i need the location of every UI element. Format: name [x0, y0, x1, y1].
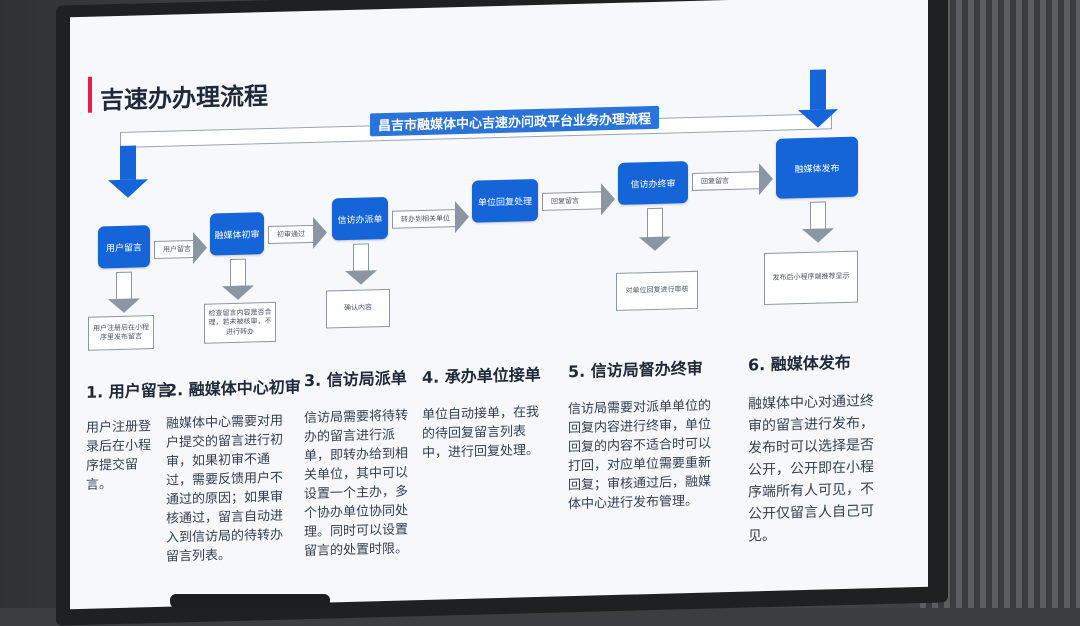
down-arrow-5 — [647, 207, 663, 239]
arrow-4: 回复留言 — [542, 191, 602, 211]
side-box-publish: 发布后小程序端推荐显示 — [764, 250, 858, 306]
side-box-initial-review: 检查留言内容是否合理，若未被核审，不进行转办 — [204, 301, 276, 344]
down-arrow-1 — [116, 271, 132, 301]
down-arrow-3 — [353, 243, 369, 272]
side-box-confirm: 确认内容 — [326, 288, 390, 329]
step-3-title: 3. 信访局派单 — [304, 368, 407, 391]
side-box-user: 用户注册后在小程序里发布留言 — [88, 315, 154, 351]
step-5-desc: 信访局需要对派单单位的回复内容进行终审，单位回复的内容不适合时可以打回，对应单位… — [568, 398, 712, 513]
step-1-title: 1. 用户留言 — [86, 380, 173, 402]
step-2-desc: 融媒体中心需要对用户提交的留言进行初审，如果初审不通过，需要反馈用户不通过的原因… — [166, 413, 284, 565]
step-3-desc: 信访局需要将待转办的留言进行派单，即转办给到相关单位，其中可以设置一个主办，多个… — [304, 408, 409, 560]
step-4-title: 4. 承办单位接单 — [422, 364, 541, 388]
projector-base — [170, 594, 330, 608]
side-box-audit: 对单位回复进行审核 — [616, 270, 698, 311]
blue-down-arrow-right — [810, 69, 826, 110]
step-5-title: 5. 信访局督办终审 — [568, 358, 703, 382]
down-arrow-2 — [230, 258, 246, 288]
slide-title: 吉速办办理流程 — [100, 82, 268, 115]
blue-down-arrow-left — [120, 145, 136, 180]
step-6-desc: 融媒体中心对通过终审的留言进行发布，发布时可以选择是否公开，公开即在小程序端所有… — [748, 393, 874, 545]
node-media-publish: 融媒体发布 — [776, 136, 858, 199]
down-arrow-6 — [810, 201, 826, 230]
node-petition-dispatch: 信访办派单 — [332, 196, 388, 241]
step-4-desc: 单位自动接单，在我的待回复留言列表中，进行回复处理。 — [422, 404, 540, 462]
step-6-title: 6. 融媒体发布 — [748, 352, 851, 375]
node-petition-final-review: 信访办终审 — [618, 161, 688, 205]
step-1-desc: 用户注册登录后在小程序提交留言。 — [86, 419, 152, 493]
arrow-5: 回复留言 — [692, 171, 760, 191]
title-accent-bar — [88, 76, 92, 113]
node-unit-reply: 单位回复处理 — [472, 178, 538, 223]
projection-screen: 吉速办办理流程 昌吉市融媒体中心吉速办问政平台业务办理流程 用户留言 融媒体初审… — [70, 0, 928, 610]
arrow-2: 初审通过 — [268, 224, 314, 245]
step-2-title: 2. 融媒体中心初审 — [166, 377, 301, 400]
node-media-initial-review: 融媒体初审 — [210, 212, 264, 256]
arrow-3: 转办到相关单位 — [392, 209, 456, 229]
node-user-message: 用户留言 — [98, 225, 150, 269]
arrow-1: 用户留言 — [154, 239, 194, 260]
